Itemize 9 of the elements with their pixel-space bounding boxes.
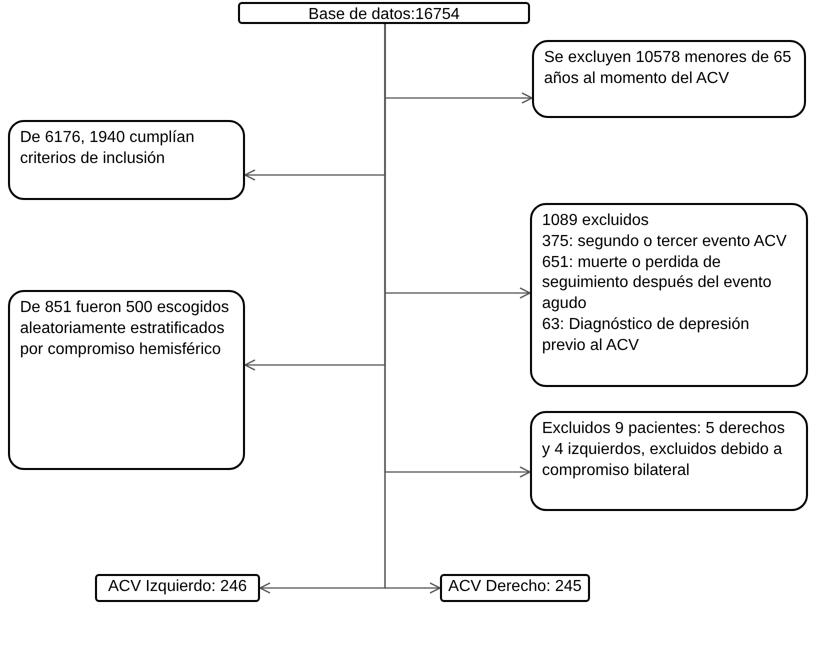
process-box: De 851 fueron 500 escogidos aleatoriamente estratificados por compromiso hemisférico [8, 290, 245, 470]
result-box: Base de datos:16754 [238, 2, 530, 24]
process-box: Se excluyen 10578 menores de 65 años al momento del ACV [532, 40, 806, 118]
process-box: Excluidos 9 pacientes: 5 derechos y 4 izquierdos, excluidos debido a compromiso bilateral [530, 411, 808, 511]
process-box: 1089 excluidos 375: segundo o tercer evento ACV 651: muerte o perdida de seguimiento después del evento agudo 63: Diagnóstico de depresión previo al ACV [530, 203, 808, 387]
arrow [384, 24, 441, 594]
process-box: De 6176, 1940 cumplían criterios de inclusión [8, 120, 245, 200]
result-box: ACV Derecho: 245 [440, 574, 590, 602]
result-box: ACV Izquierdo: 246 [95, 574, 260, 602]
